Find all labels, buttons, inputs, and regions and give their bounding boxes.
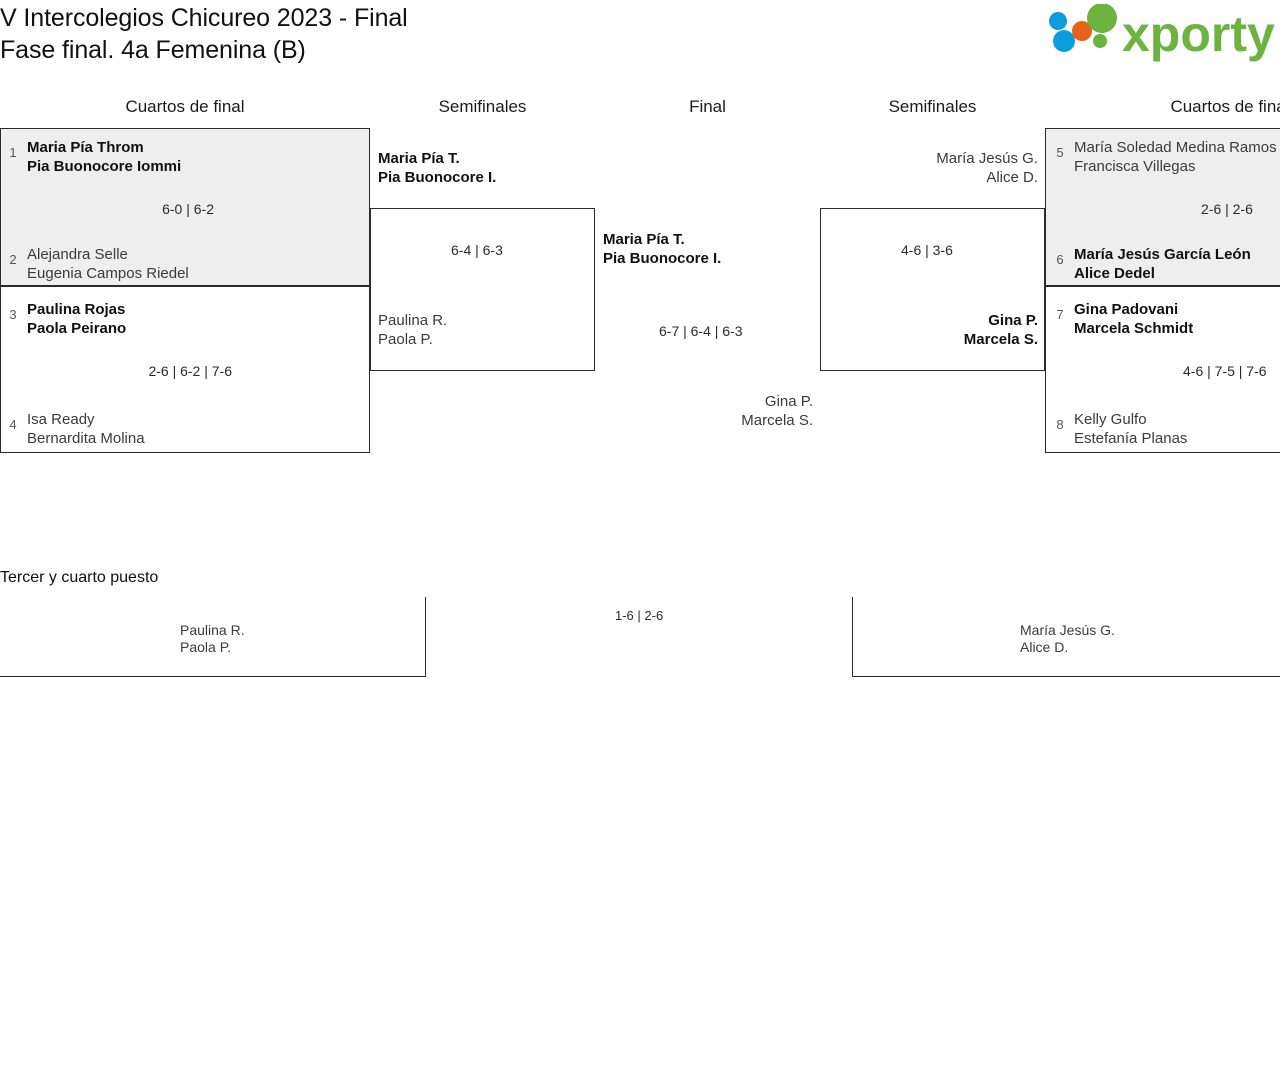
bracket-connector bbox=[1044, 208, 1046, 209]
page-title: V Intercolegios Chicureo 2023 - Final Fa… bbox=[0, 2, 408, 66]
seed-number: 8 bbox=[1056, 417, 1064, 432]
player-1: Gina P. bbox=[764, 393, 813, 410]
match-score-final: 6-7 | 6-4 | 6-3 bbox=[659, 323, 743, 339]
player-2: Paola P. bbox=[378, 331, 433, 348]
match-qf-2[interactable]: 3 Paulina Rojas Paola Peirano 2-6 | 6-2 … bbox=[0, 286, 370, 453]
match-score: 6-0 | 6-2 bbox=[162, 201, 214, 217]
round-header-final: Final bbox=[689, 97, 726, 116]
bracket: 1 Maria Pía Throm Pia Buonocore Iommi 6-… bbox=[0, 128, 1280, 453]
team-name-final-winner: Maria Pía T. Pia Buonocore I. bbox=[603, 230, 721, 268]
player-2: Paola Peirano bbox=[27, 320, 127, 337]
player-1: María Soledad Medina Ramos bbox=[1074, 139, 1277, 156]
player-1: Paulina R. bbox=[378, 312, 448, 329]
seed-number: 1 bbox=[9, 145, 17, 160]
tournament-phase: Fase final. 4a Femenina (B) bbox=[0, 36, 306, 64]
match-qf-1[interactable]: 1 Maria Pía Throm Pia Buonocore Iommi 6-… bbox=[0, 128, 370, 286]
round-header-quarterfinals-left: Cuartos de final bbox=[125, 97, 245, 116]
match-third-place-right[interactable]: María Jesús G. Alice D. bbox=[852, 597, 1280, 677]
round-header-semifinals-left: Semifinales bbox=[438, 97, 527, 116]
team-name: Maria Pía T. Pia Buonocore I. bbox=[378, 149, 496, 187]
player-1: Paulina R. bbox=[180, 622, 245, 638]
player-2: Pia Buonocore I. bbox=[378, 169, 497, 186]
match-qf-3[interactable]: 5 María Soledad Medina Ramos Francisca V… bbox=[1045, 128, 1280, 286]
seed-number: 6 bbox=[1056, 252, 1064, 267]
player-2: Francisca Villegas bbox=[1074, 158, 1196, 175]
player-2: Marcela S. bbox=[741, 412, 813, 429]
match-score: 6-4 | 6-3 bbox=[451, 242, 503, 258]
match-sf-right[interactable] bbox=[820, 208, 1045, 371]
match-score: 2-6 | 6-2 | 7-6 bbox=[148, 363, 232, 379]
svg-text:xporty: xporty bbox=[1122, 6, 1275, 62]
match-score: 2-6 | 2-6 bbox=[1201, 201, 1253, 217]
seed-number: 3 bbox=[9, 307, 17, 322]
match-score-third-place: 1-6 | 2-6 bbox=[615, 608, 664, 623]
match-qf-4[interactable]: 7 Gina Padovani Marcela Schmidt 4-6 | 7-… bbox=[1045, 286, 1280, 453]
player-2: Marcela S. bbox=[963, 331, 1038, 348]
third-place-title: Tercer y cuarto puesto bbox=[0, 569, 159, 586]
player-2: Paola P. bbox=[180, 639, 232, 655]
player-1: Gina P. bbox=[988, 312, 1038, 329]
team-name: Isa Ready Bernardita Molina bbox=[27, 410, 145, 448]
match-third-place-left[interactable]: Paulina R. Paola P. bbox=[0, 597, 426, 677]
team-name: Alejandra Selle Eugenia Campos Riedel bbox=[27, 245, 189, 283]
player-1: Maria Pía Throm bbox=[27, 139, 144, 156]
seed-number: 7 bbox=[1056, 307, 1064, 322]
player-1: Isa Ready bbox=[27, 411, 95, 428]
team-name-final-runnerup: Gina P. Marcela S. bbox=[595, 392, 813, 430]
team-name: Gina P. Marcela S. bbox=[820, 311, 1038, 349]
seed-number: 2 bbox=[9, 252, 17, 267]
player-2: Pia Buonocore I. bbox=[603, 250, 722, 267]
team-name: Gina Padovani Marcela Schmidt bbox=[1074, 300, 1193, 338]
player-2: Alice D. bbox=[986, 169, 1038, 186]
seed-number: 5 bbox=[1056, 145, 1064, 160]
match-score: 4-6 | 7-5 | 7-6 bbox=[1183, 363, 1267, 379]
player-1: Maria Pía T. bbox=[378, 150, 460, 167]
player-1: Alejandra Selle bbox=[27, 246, 128, 263]
player-1: María Jesús García León bbox=[1074, 246, 1251, 263]
player-1: María Jesús G. bbox=[936, 150, 1038, 167]
team-name: Paulina Rojas Paola Peirano bbox=[27, 300, 126, 338]
team-name: Kelly Gulfo Estefanía Planas bbox=[1074, 410, 1187, 448]
round-header-semifinals-right: Semifinales bbox=[888, 97, 977, 116]
player-2: Eugenia Campos Riedel bbox=[27, 265, 189, 282]
player-1: María Jesús G. bbox=[1020, 622, 1115, 638]
player-1: Maria Pía T. bbox=[603, 231, 685, 248]
seed-number: 4 bbox=[9, 417, 17, 432]
team-name: Paulina R. Paola P. bbox=[180, 622, 245, 656]
round-header-quarterfinals-right: Cuartos de final bbox=[1170, 97, 1280, 116]
team-name: María Jesús G. Alice D. bbox=[820, 149, 1038, 187]
player-1: Kelly Gulfo bbox=[1074, 411, 1147, 428]
player-1: Gina Padovani bbox=[1074, 301, 1179, 318]
team-name: María Soledad Medina Ramos Francisca Vil… bbox=[1074, 138, 1277, 176]
team-name: María Jesús García León Alice Dedel bbox=[1074, 245, 1251, 283]
tournament-name: V Intercolegios Chicureo 2023 - Final bbox=[0, 4, 408, 32]
team-name: Maria Pía Throm Pia Buonocore Iommi bbox=[27, 138, 181, 176]
player-2: Pia Buonocore Iommi bbox=[27, 158, 182, 175]
player-2: Alice Dedel bbox=[1074, 265, 1155, 282]
player-2: Marcela Schmidt bbox=[1074, 320, 1194, 337]
player-2: Bernardita Molina bbox=[27, 430, 145, 447]
team-name: María Jesús G. Alice D. bbox=[1020, 622, 1115, 656]
match-score: 4-6 | 3-6 bbox=[901, 242, 953, 258]
page-header: V Intercolegios Chicureo 2023 - Final Fa… bbox=[0, 0, 1280, 92]
player-2: Estefanía Planas bbox=[1074, 430, 1188, 447]
xporty-logo[interactable]: xporty bbox=[1042, 4, 1278, 66]
bracket-connector bbox=[1044, 370, 1046, 371]
player-2: Alice D. bbox=[1020, 639, 1069, 655]
team-name: Paulina R. Paola P. bbox=[378, 311, 447, 349]
player-1: Paulina Rojas bbox=[27, 301, 126, 318]
match-sf-left[interactable] bbox=[370, 208, 595, 371]
